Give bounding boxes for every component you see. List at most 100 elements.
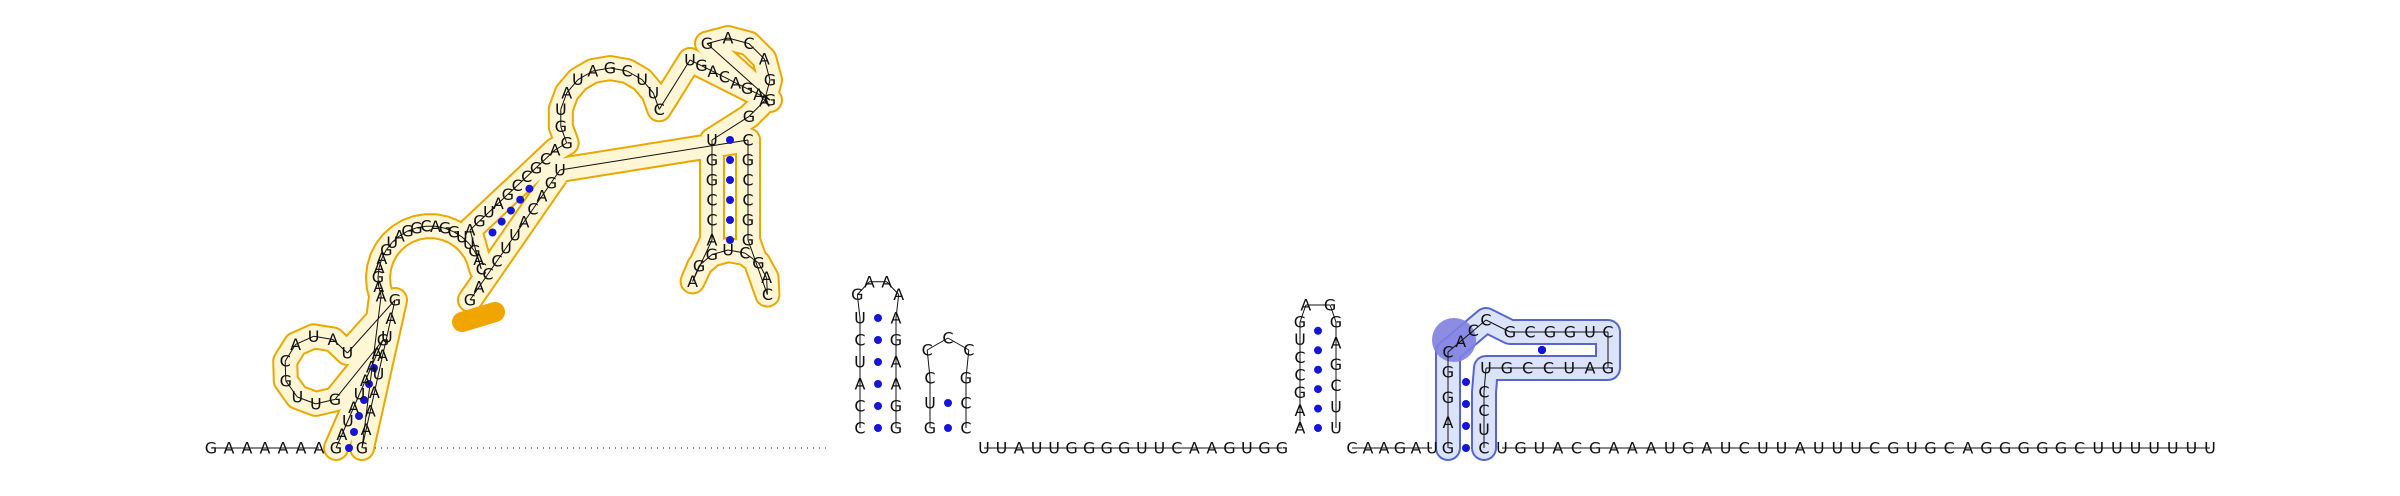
nucleotide: U — [647, 84, 659, 103]
nucleotide: C — [622, 62, 633, 81]
nucleotide: U — [483, 203, 495, 222]
nucleotide: U — [310, 394, 322, 413]
backbone-segment — [711, 115, 750, 141]
backbone-segment — [390, 299, 396, 319]
backbone-segment — [376, 339, 384, 354]
nucleotide: G — [752, 253, 764, 272]
nucleotide: G — [1442, 388, 1454, 407]
nucleotide: G — [555, 117, 567, 136]
nucleotide: A — [376, 286, 387, 305]
base-pair-dot — [497, 217, 506, 226]
nucleotide: G — [1330, 313, 1342, 332]
nucleotide: A — [260, 439, 271, 458]
backbone-segment — [706, 37, 729, 45]
backbone-segment — [295, 335, 314, 345]
nucleotide: C — [1869, 439, 1880, 458]
nucleotide: U — [1776, 439, 1788, 458]
nucleotide: C — [1468, 321, 1479, 340]
nucleotide: G — [1258, 439, 1270, 458]
base-pairs — [345, 136, 1546, 452]
nucleotide: U — [291, 388, 303, 407]
nucleotide: A — [707, 231, 718, 250]
backbone-segment — [735, 82, 748, 90]
nucleotide: A — [1300, 296, 1311, 315]
backbone-segment — [577, 70, 594, 81]
backbone-segment — [692, 265, 700, 282]
nucleotide: A — [761, 268, 772, 287]
nucleotide: G — [960, 369, 972, 388]
backbone-segment — [416, 225, 427, 229]
base-pair-dot — [516, 195, 525, 204]
backbone-segment — [698, 254, 713, 267]
nucleotide: C — [1543, 359, 1554, 378]
nucleotide: C — [1330, 376, 1341, 395]
backbone-segment — [391, 235, 400, 243]
backbone-segment — [341, 420, 349, 435]
backbone-segment — [469, 286, 480, 301]
backbone-segment — [554, 142, 567, 151]
nucleotide: G — [604, 59, 616, 78]
nucleotide: U — [1048, 439, 1060, 458]
nucleotide: U — [555, 100, 567, 119]
nucleotide: G — [1501, 359, 1513, 378]
base-pair-dot — [874, 424, 882, 432]
nucleotide: U — [1720, 439, 1732, 458]
nucleotide: G — [695, 56, 707, 75]
nucleotide: A — [891, 309, 902, 328]
nucleotide: G — [924, 419, 936, 438]
nucleotide: A — [1701, 439, 1712, 458]
nucleotide: A — [587, 62, 598, 81]
nucleotide: U — [1584, 323, 1596, 342]
nucleotide: U — [572, 70, 584, 89]
nucleotide: C — [482, 265, 493, 284]
nucleotide: C — [491, 252, 502, 271]
nucleotide: A — [1627, 439, 1638, 458]
backbone-segment — [335, 434, 343, 449]
nucleotide: U — [1480, 359, 1492, 378]
nucleotide: A — [753, 85, 764, 104]
nucleotide: U — [1533, 439, 1545, 458]
nucleotide: C — [1346, 439, 1357, 458]
backbone-segment — [468, 243, 475, 252]
nucleotide: A — [328, 330, 339, 349]
backbone-segment — [641, 79, 654, 94]
base-pair-dot — [525, 184, 534, 193]
nucleotide: A — [1363, 439, 1374, 458]
nucleotide: A — [891, 375, 902, 394]
nucleotide: C — [512, 176, 523, 195]
nucleotide: A — [377, 346, 388, 365]
nucleotide: G — [1223, 439, 1235, 458]
nucleotide: G — [1682, 439, 1694, 458]
base-pair-dot — [350, 428, 358, 436]
backbone-segment — [488, 202, 499, 213]
backbone-segment — [399, 230, 408, 237]
backbone-segment — [347, 299, 396, 354]
base-pair-dot — [726, 216, 734, 224]
nucleotide: C — [1944, 439, 1955, 458]
nucleotide: C — [420, 217, 431, 236]
domain-highlights — [272, 25, 1621, 461]
nucleotide: A — [759, 50, 770, 69]
backbone-segment — [766, 277, 768, 295]
backbone-segment — [560, 126, 568, 144]
backbone-segment — [559, 139, 749, 171]
nucleotide: U — [1330, 397, 1342, 416]
nucleotide: U — [1832, 439, 1844, 458]
nucleotide: U — [1330, 419, 1342, 438]
backbone-segment — [758, 93, 771, 101]
backbone-segment — [947, 337, 970, 351]
backbone-segment — [444, 227, 454, 233]
nucleotide: C — [719, 68, 730, 87]
backbone-segment — [763, 58, 771, 81]
nucleotide: G — [741, 79, 753, 98]
base-pair-dot — [1462, 378, 1470, 386]
nucleotide: G — [1083, 439, 1095, 458]
nucleotide: A — [893, 285, 904, 304]
backbone-segment — [727, 37, 750, 45]
backbone-segment — [926, 337, 949, 351]
nucleotide: U — [2186, 439, 2198, 458]
backbone-segment — [407, 227, 417, 232]
nucleotide: A — [369, 383, 380, 402]
nucleotide: G — [401, 222, 413, 241]
base-pair-dot — [1462, 444, 1470, 452]
